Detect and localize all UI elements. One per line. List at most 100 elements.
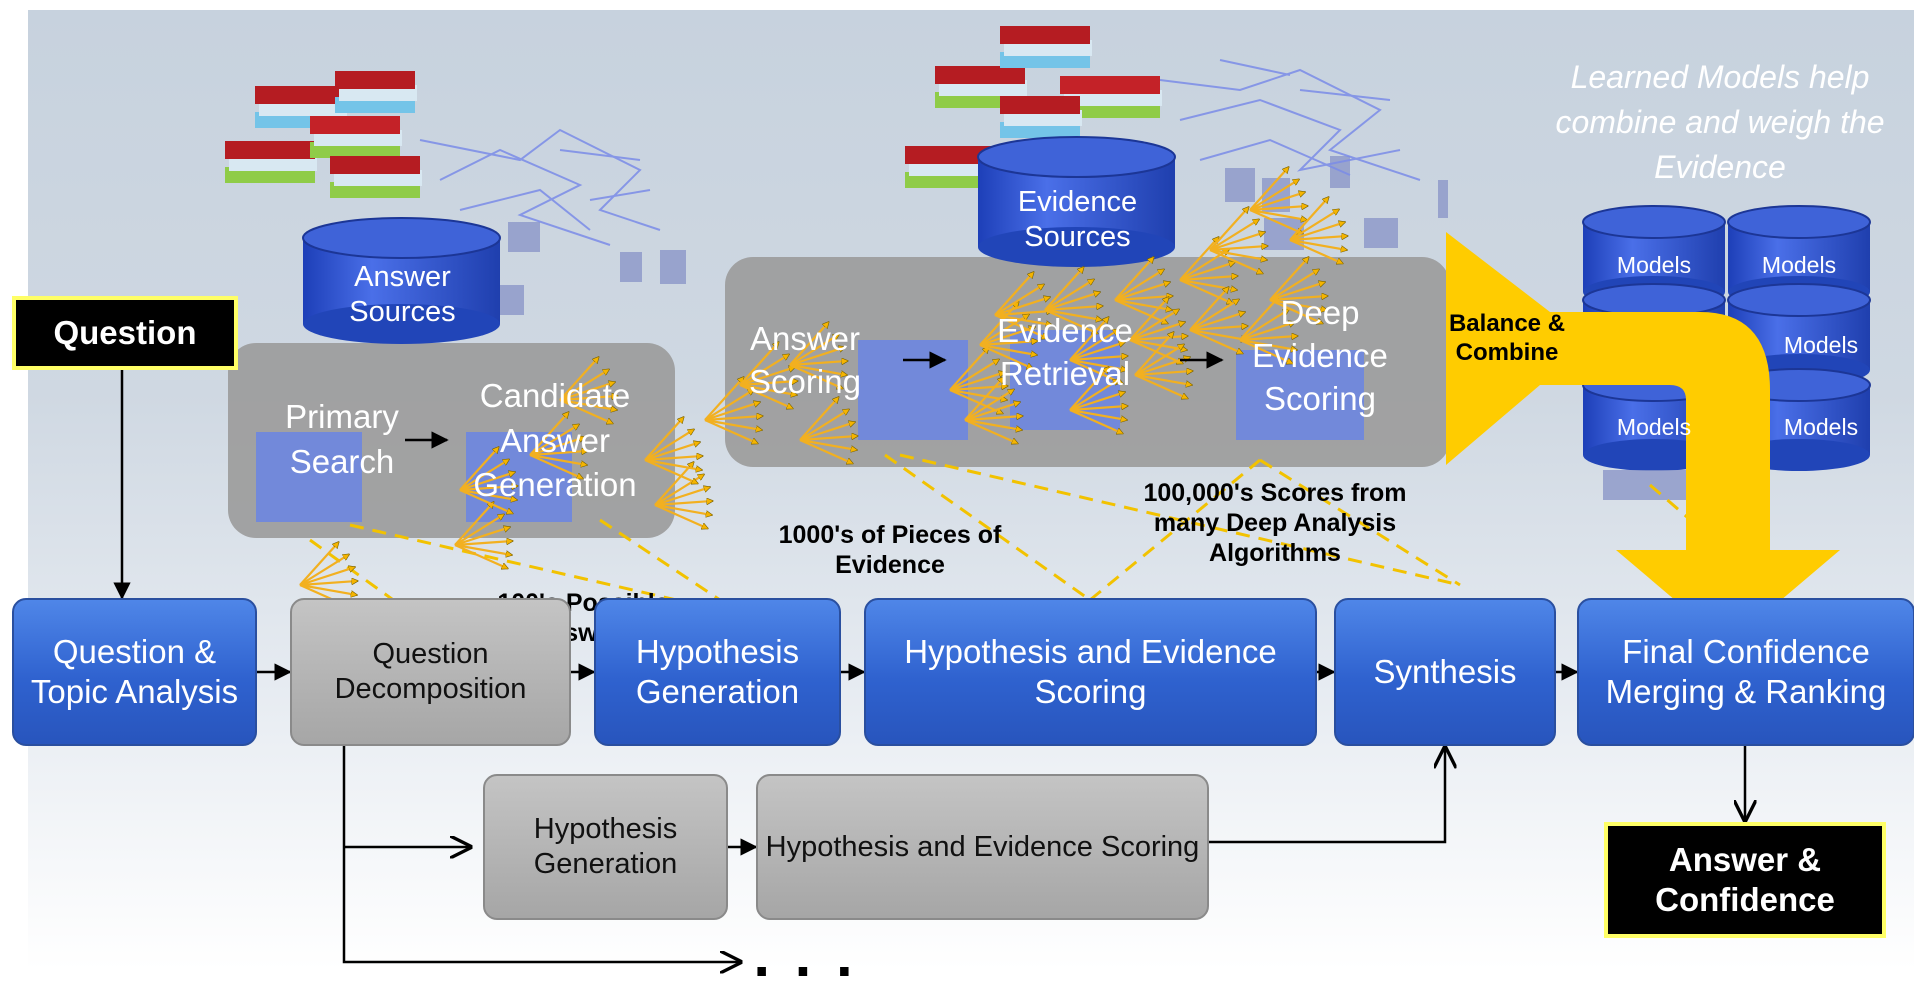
fan-arrow-group (1114, 257, 1173, 325)
models-label-5: Models (1783, 414, 1859, 440)
fan-arrow (994, 272, 1034, 316)
fan-arrow (1114, 257, 1154, 301)
fan-arrow (454, 502, 494, 546)
fan-arrow (1134, 373, 1192, 385)
models-label-3: Models (1616, 414, 1692, 440)
fan-arrow (1114, 268, 1164, 301)
fan-arrow (979, 341, 1038, 347)
fan-arrow (529, 451, 588, 457)
fan-arrow (559, 382, 615, 402)
fan-arrow (789, 347, 845, 367)
fan-arrow (644, 417, 684, 461)
fan-arrow (1114, 298, 1168, 325)
fan-arrow-group (1044, 267, 1103, 335)
fan-arrow (1289, 238, 1347, 250)
fan-arrow-group (644, 417, 703, 485)
fan-arrow (459, 488, 517, 500)
fan-arrow (654, 501, 713, 507)
models-label-4: Models (1783, 332, 1859, 358)
fan-arrow (1249, 206, 1308, 212)
fan-arrow-group (1249, 167, 1308, 235)
fan-arrow-group (704, 377, 763, 445)
fan-arrow (739, 383, 793, 410)
fan-arrow (529, 453, 583, 480)
fan-arrow (1114, 282, 1170, 302)
fan-arrow (459, 488, 513, 515)
fan-arrow (1044, 306, 1103, 312)
evidence-sources-label: Evidence Sources (1017, 186, 1138, 253)
fan-arrow (799, 408, 849, 441)
fan-arrow (1289, 222, 1345, 242)
fan-arrow (979, 343, 1037, 355)
fan-arrow (644, 428, 694, 461)
fan-arrow (964, 377, 1004, 421)
fan-arrow (1209, 248, 1263, 275)
fan-arrow (1209, 232, 1265, 252)
fan-arrow (1269, 268, 1319, 301)
fan-arrow (994, 283, 1044, 316)
fan-arrow (1179, 278, 1233, 305)
fan-arrow (1249, 208, 1303, 235)
answer-sources-label: Answer Sources (349, 261, 456, 328)
stage-synthesis: Synthesis (1334, 598, 1556, 746)
fan-arrow (299, 542, 339, 586)
ellipsis: . . . (753, 922, 857, 989)
fan-arrow (704, 388, 754, 421)
fan-arrow (1069, 408, 1123, 435)
fan-arrow (799, 436, 858, 442)
fan-arrow (654, 487, 710, 507)
fan-arrow (654, 462, 694, 506)
fan-arrow-group (1069, 317, 1128, 385)
fan-arrow (644, 442, 700, 462)
fan-arrow (1044, 267, 1084, 311)
fan-arrow-group (454, 502, 513, 570)
answer-sources-cylinder (302, 217, 501, 344)
fan-arrow (1069, 406, 1128, 412)
fan-arrow (299, 581, 358, 587)
answer-scoring-label: Answer Scoring (749, 320, 861, 400)
fan-arrow (1289, 238, 1343, 265)
fan-arrow (964, 388, 1014, 421)
fan-arrow (789, 322, 829, 366)
fan-arrow (459, 458, 509, 491)
fan-arrow (454, 513, 504, 546)
fan-arrow-group (1269, 257, 1328, 325)
fan-arrow (704, 418, 762, 430)
fan-arrow (994, 311, 1053, 317)
fan-arrow (1179, 276, 1238, 282)
fan-arrow (559, 398, 613, 425)
fan-arrow (529, 412, 569, 456)
fan-arrow (1269, 257, 1309, 301)
fan-arrow (949, 347, 989, 391)
fan-arrow (459, 447, 499, 491)
evidence-sources-cylinder (977, 136, 1176, 267)
models-label-2: Models (1761, 252, 1837, 278)
fan-arrow (1189, 328, 1247, 340)
fan-arrow (964, 418, 1022, 430)
fan-arrow (1289, 208, 1339, 241)
lower-hypothesis-evidence-scoring: Hypothesis and Evidence Scoring (756, 774, 1209, 920)
fan-arrow (559, 396, 618, 402)
fan-arrow (1069, 378, 1119, 411)
fan-arrow (1134, 371, 1193, 377)
fan-arrow (454, 527, 510, 547)
fan-arrow (1069, 328, 1119, 361)
fan-arrow (454, 541, 513, 547)
question-box: Question (12, 296, 238, 370)
fan-arrow (1179, 262, 1235, 282)
fan-arrow (299, 553, 349, 586)
fan-arrow (1179, 237, 1219, 281)
fan-arrow (1189, 298, 1239, 331)
evidence-retrieval-label: Evidence Retrieval (997, 312, 1133, 392)
fan-arrow-group (979, 302, 1038, 370)
learned-models-note: Learned Models help combine and weigh th… (1555, 59, 1885, 185)
fan-arrow (1044, 308, 1102, 320)
fan-arrow (1269, 298, 1327, 310)
fan-arrow (529, 423, 579, 456)
fan-arrow (459, 486, 518, 492)
fan-arrow (1129, 322, 1185, 342)
fan-arrow (559, 398, 617, 410)
fan-arrow (789, 363, 843, 390)
